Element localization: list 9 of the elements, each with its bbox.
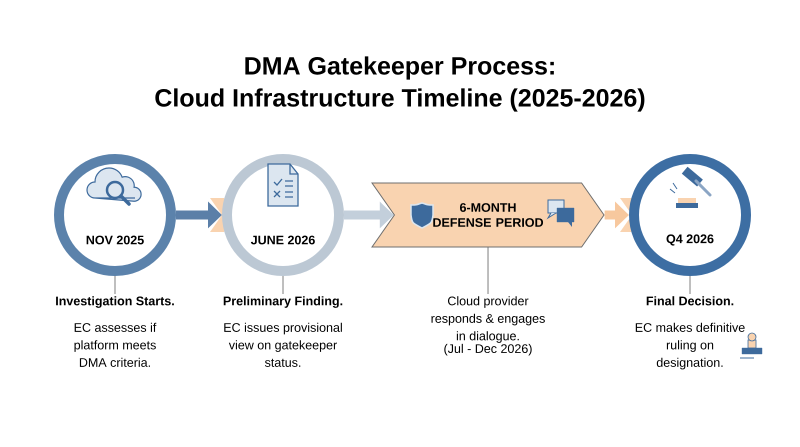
leader-line <box>282 276 284 294</box>
node-label: Q4 2026 <box>666 234 714 246</box>
step-description: Investigation Starts. EC assesses if platform meets DMA criteria. <box>56 296 174 367</box>
step-description: Final Decision. EC makes definitive ruling on designation. <box>636 296 745 370</box>
title: DMA Gatekeeper Process: Cloud Infrastructure Timeline (2025-2026) <box>155 56 644 112</box>
step-description: Cloud provider responds & engages in dialogue. (Jul - Dec 2026) <box>432 296 545 356</box>
step-description: Preliminary Finding. EC issues provisional view on gatekeeper status. <box>224 296 342 367</box>
leader-line <box>114 276 116 294</box>
period-band: 6-MONTH DEFENSE PERIOD <box>371 182 605 248</box>
